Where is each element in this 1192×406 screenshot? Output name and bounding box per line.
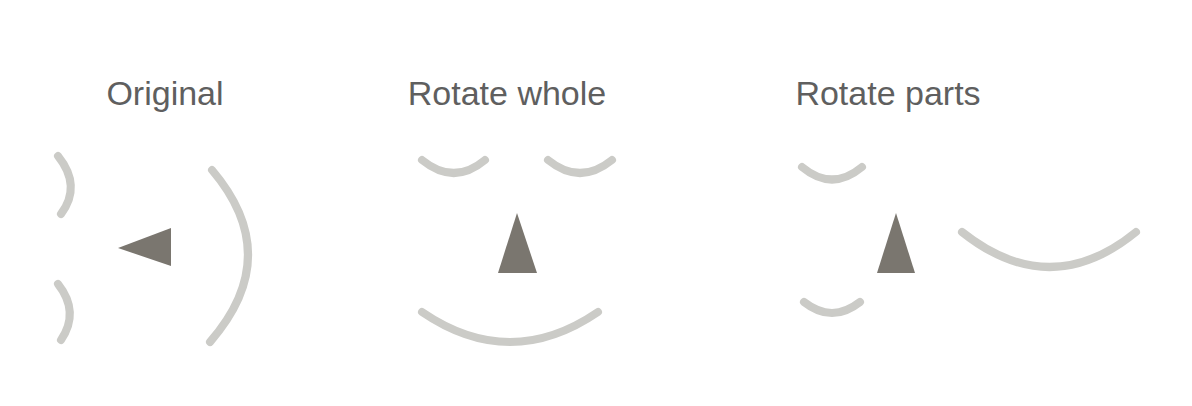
panel-label: Rotate whole xyxy=(408,76,606,110)
eye-arc xyxy=(802,167,862,180)
panel-label: Rotate parts xyxy=(795,76,980,110)
eye-arc xyxy=(422,160,485,173)
eye-arc xyxy=(804,302,860,313)
mouth-arc xyxy=(210,170,248,342)
nose-triangle xyxy=(118,228,171,266)
mouth-arc xyxy=(962,232,1136,267)
eye-arc xyxy=(58,156,71,214)
nose-triangle xyxy=(877,213,915,273)
eye-arc xyxy=(58,284,70,340)
panel-label: Original xyxy=(106,76,223,110)
mouth-arc xyxy=(422,312,598,342)
nose-triangle xyxy=(498,213,537,273)
eye-arc xyxy=(548,160,612,173)
